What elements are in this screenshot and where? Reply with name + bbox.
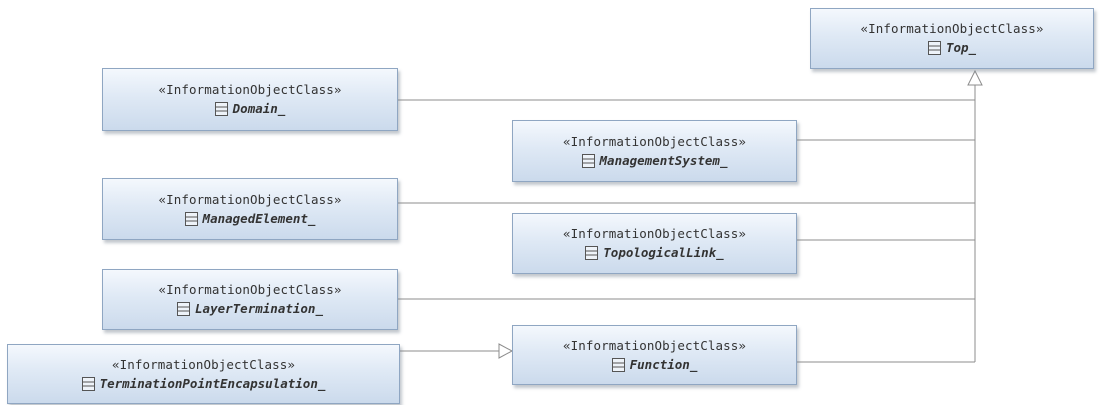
class-icon [927,41,941,55]
function-generalization-arrowhead [498,343,514,359]
class-name: Domain_ [232,101,286,116]
class-icon [611,357,625,372]
class-name: ManagedElement_ [202,210,316,226]
class-layer-termination[interactable]: «InformationObjectClass» LayerTerminatio… [102,269,398,330]
class-stereotype: «InformationObjectClass» [562,337,746,353]
class-management-system[interactable]: «InformationObjectClass» ManagementSyste… [512,120,797,182]
class-icon [184,211,198,226]
top-generalization-arrowhead [967,69,983,86]
class-icon [214,102,228,116]
class-name: Top_ [945,40,977,55]
class-managed-element[interactable]: «InformationObjectClass» ManagedElement_ [102,178,398,240]
class-stereotype: «InformationObjectClass» [158,82,342,97]
class-icon [177,302,191,316]
class-name: Function_ [629,356,698,372]
class-name: TopologicalLink_ [603,245,724,260]
class-name: LayerTermination_ [195,301,323,316]
class-stereotype: «InformationObjectClass» [562,133,746,149]
class-domain[interactable]: «InformationObjectClass» Domain_ [102,68,398,131]
class-stereotype: «InformationObjectClass» [158,191,342,207]
class-icon [581,153,595,168]
class-top[interactable]: «InformationObjectClass» Top_ [810,8,1094,69]
class-termination-point-encapsulation[interactable]: «InformationObjectClass» TerminationPoin… [7,344,400,404]
class-function[interactable]: «InformationObjectClass» Function_ [512,325,797,385]
class-icon [81,376,95,391]
class-stereotype: «InformationObjectClass» [562,226,746,241]
class-topological-link[interactable]: «InformationObjectClass» TopologicalLink… [512,213,797,274]
class-name: ManagementSystem_ [599,152,728,168]
class-icon [585,246,599,260]
class-stereotype: «InformationObjectClass» [111,356,295,372]
class-stereotype: «InformationObjectClass» [860,21,1044,36]
class-name: TerminationPointEncapsulation_ [99,375,326,391]
class-stereotype: «InformationObjectClass» [158,282,342,297]
